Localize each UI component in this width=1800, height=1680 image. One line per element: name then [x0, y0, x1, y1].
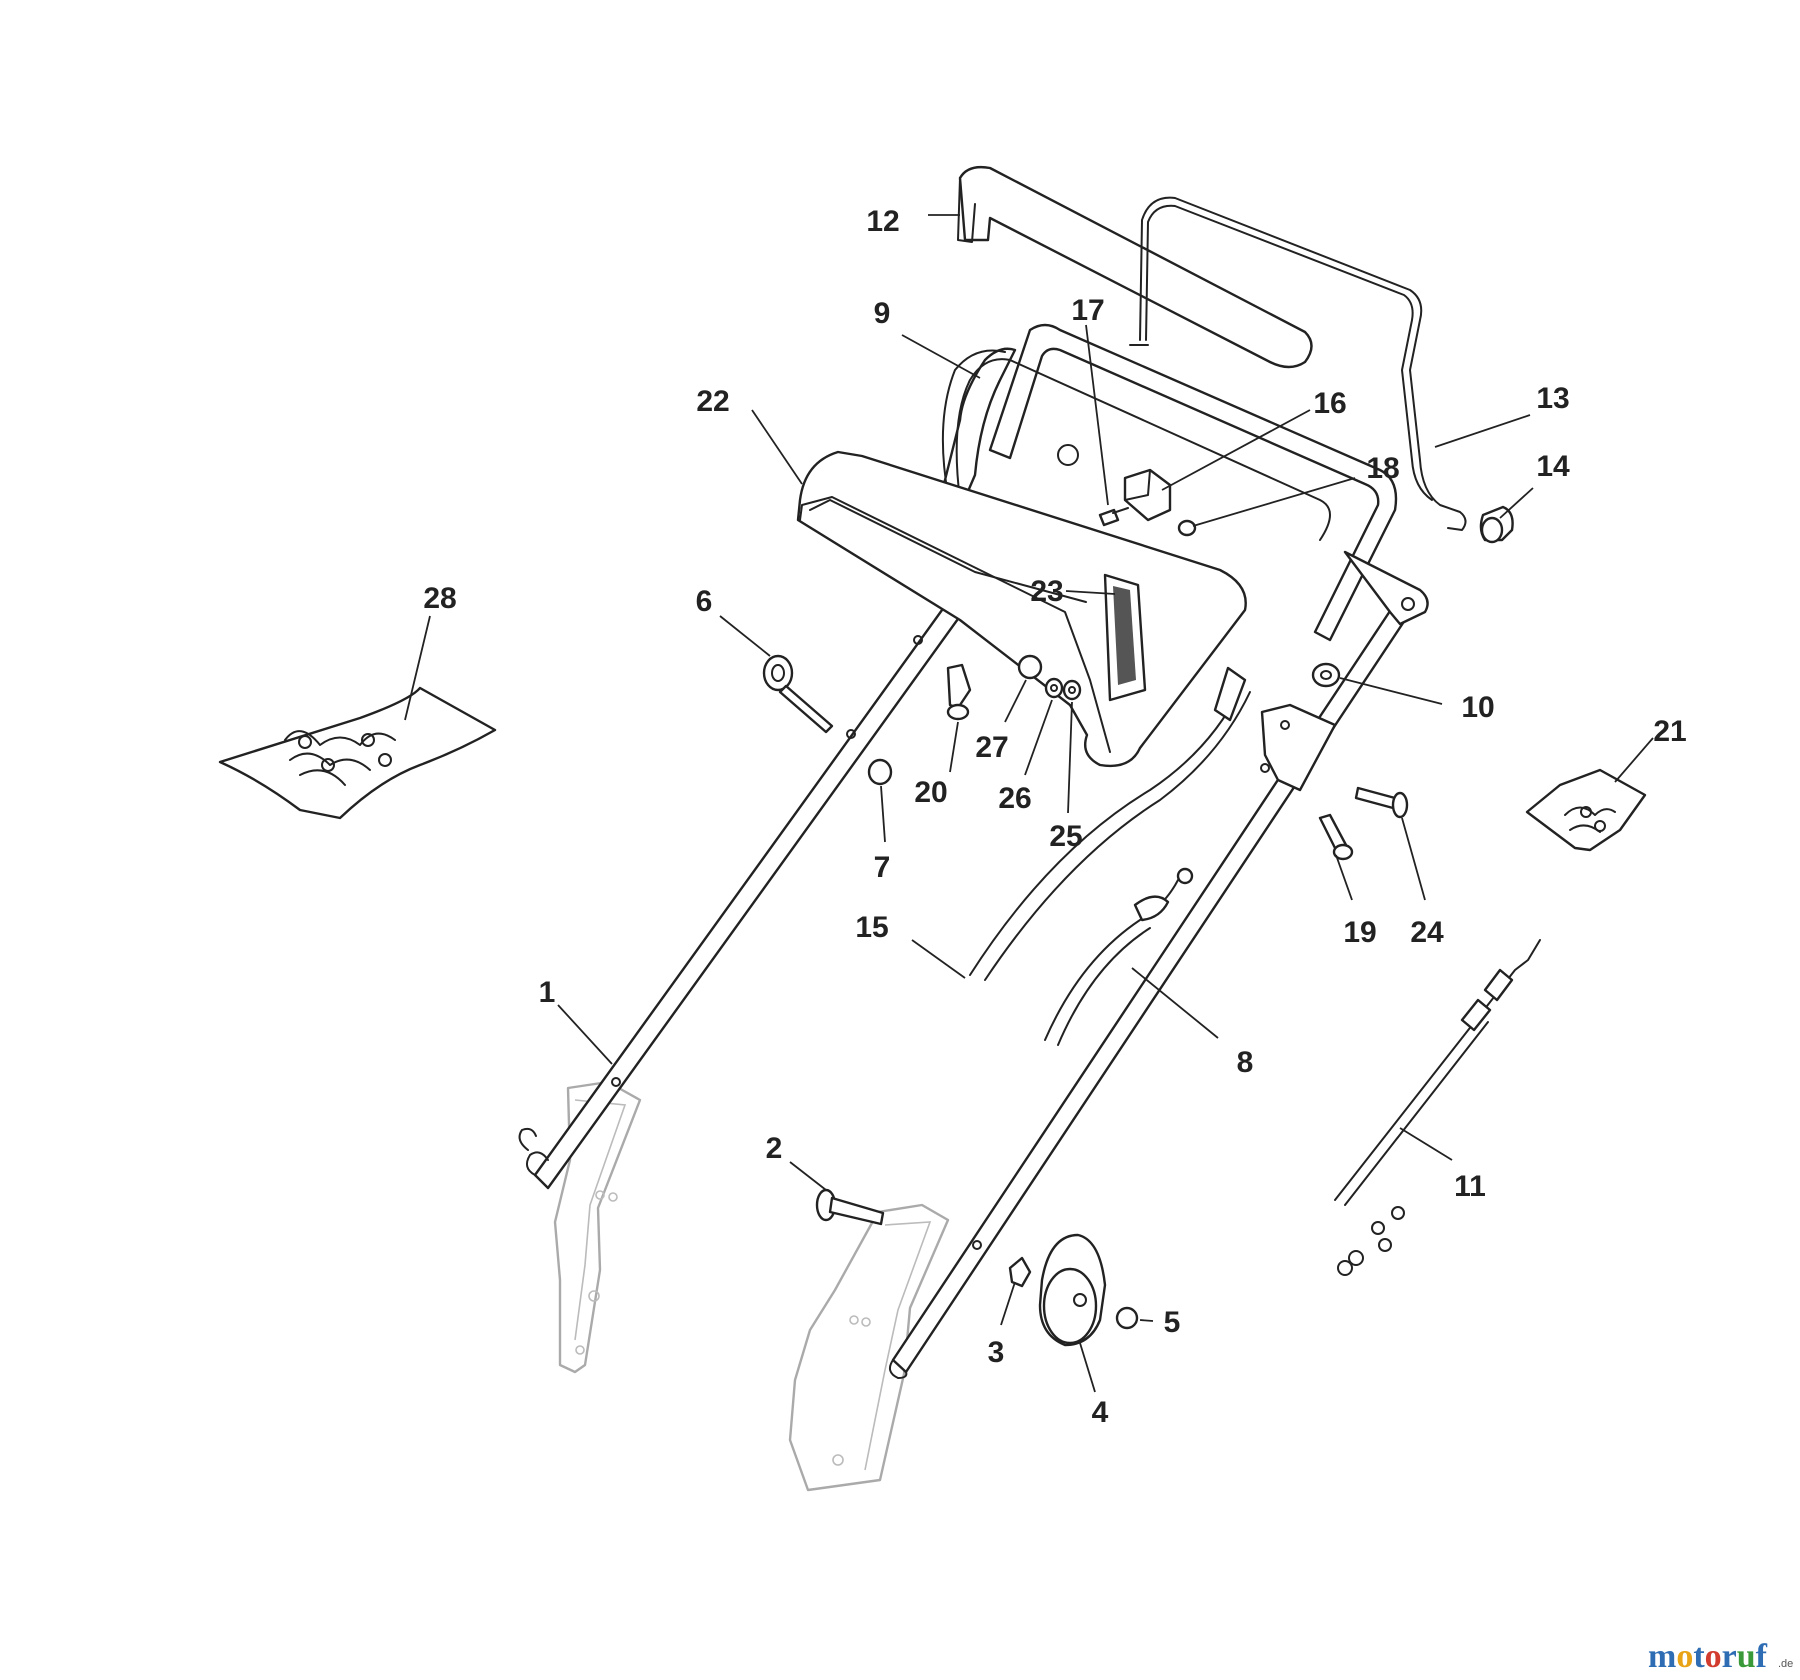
callout-3: 3: [988, 1336, 1005, 1369]
nut-5: [1115, 1306, 1139, 1330]
handle-grip-tube: [957, 165, 1313, 369]
callout-21: 21: [1653, 715, 1686, 748]
logo-letter: t: [1693, 1638, 1705, 1675]
callout-16: 16: [1313, 387, 1346, 420]
cable-8: [1044, 867, 1194, 1046]
control-label: [1103, 573, 1147, 702]
callout-18: 18: [1366, 452, 1399, 485]
callout-5: 5: [1164, 1306, 1181, 1339]
upper-handle-frame: [938, 323, 1429, 642]
svg-text:motoruf: motoruf: [1648, 1638, 1768, 1675]
logo-letter: o: [1676, 1638, 1693, 1675]
nut-18: [1177, 519, 1197, 537]
nut-7: [867, 758, 893, 786]
nut-10: [1311, 662, 1341, 688]
callout-20: 20: [914, 776, 947, 809]
callout-25: 25: [1049, 820, 1082, 853]
screw-20: [946, 663, 972, 721]
screw-19: [1318, 813, 1354, 861]
washer-25: [1062, 679, 1082, 701]
callout-26: 26: [998, 782, 1031, 815]
logo-letter: f: [1756, 1638, 1768, 1675]
leader-lines: [404, 214, 1654, 1393]
washer-26: [1044, 677, 1064, 699]
logo-letter: o: [1705, 1638, 1722, 1675]
left-side-plate: [553, 1080, 642, 1374]
callout-6: 6: [696, 585, 713, 618]
logo-suffix: .de: [1778, 1658, 1793, 1670]
screw-kit-bag: [218, 686, 497, 820]
callout-15: 15: [855, 911, 888, 944]
logo-letter: u: [1737, 1638, 1756, 1675]
callout-13: 13: [1536, 382, 1569, 415]
cable-bracket: [1260, 703, 1337, 792]
motoruf-watermark: motoruf .de: [1648, 1638, 1793, 1675]
carriage-bolt: [815, 1188, 885, 1226]
callout-7: 7: [874, 851, 891, 884]
cable-15: [969, 666, 1251, 981]
callout-10: 10: [1461, 691, 1494, 724]
callout-4: 4: [1092, 1396, 1109, 1429]
callout-28: 28: [423, 582, 456, 615]
logo-letter: m: [1648, 1638, 1676, 1675]
callout-11: 11: [1454, 1170, 1486, 1203]
operator-presence-lever: [1129, 196, 1467, 531]
callout-14: 14: [1536, 450, 1570, 483]
bolt-24: [1354, 786, 1409, 819]
washer-3: [1008, 1256, 1032, 1288]
screw-17: [1098, 507, 1129, 527]
callout-22: 22: [696, 385, 729, 418]
callout-27: 27: [975, 731, 1008, 764]
logo-letter: r: [1722, 1638, 1737, 1675]
callout-2: 2: [766, 1132, 783, 1165]
callout-9: 9: [874, 297, 891, 330]
callout-19: 19: [1343, 916, 1376, 949]
callout-24: 24: [1410, 916, 1444, 949]
callout-12: 12: [866, 205, 899, 238]
right-side-plate: [788, 1203, 950, 1492]
callout-17: 17: [1071, 294, 1104, 327]
nut-27: [1017, 654, 1043, 680]
handle-knob: [1038, 1233, 1107, 1347]
bail-wire: [941, 349, 1331, 541]
callout-numbers: 1 2 3 4 5 6 7 8 9 10 11 12 13 14 15 16 1…: [423, 205, 1686, 1429]
eye-bolt: [762, 654, 834, 734]
lever-knob: [1479, 505, 1514, 544]
switch-block: [1123, 468, 1172, 522]
callout-8: 8: [1237, 1046, 1254, 1079]
cable-11: [1334, 939, 1541, 1276]
callout-23: 23: [1030, 575, 1063, 608]
callout-1: 1: [539, 976, 556, 1009]
small-parts-bag: [1525, 768, 1647, 852]
